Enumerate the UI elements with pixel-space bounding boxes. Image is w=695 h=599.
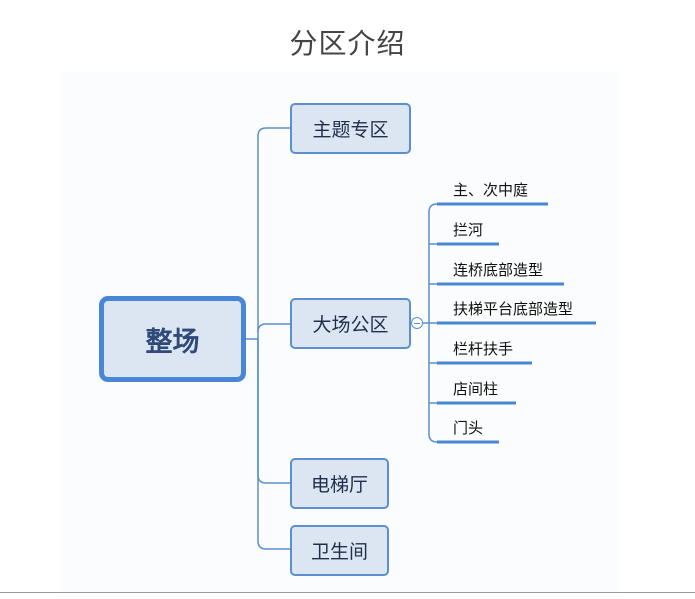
branch-connector-1: [257, 127, 290, 339]
subtopic-atrium[interactable]: 主、次中庭: [453, 181, 529, 199]
bottom-divider: [0, 592, 695, 593]
subtopic-storefront[interactable]: 门头: [453, 419, 484, 437]
sub-trunk: [428, 203, 438, 323]
collapse-toggle-icon[interactable]: [411, 317, 423, 329]
subtopic-bridge-bottom[interactable]: 连桥底部造型: [453, 261, 544, 279]
branch-node-theme-zone[interactable]: 主题专区: [290, 103, 411, 154]
branch-node-elevator-hall[interactable]: 电梯厅: [290, 458, 389, 509]
branch-node-restroom[interactable]: 卫生间: [290, 525, 389, 576]
branch-connector-4: [257, 339, 290, 550]
branch-node-public-area[interactable]: 大场公区: [290, 298, 411, 349]
subtopic-railing-edge[interactable]: 拦河: [453, 221, 484, 239]
subtopic-escalator-platform[interactable]: 扶梯平台底部造型: [453, 300, 574, 318]
root-node[interactable]: 整场: [99, 296, 246, 382]
branch-connector-2: [257, 323, 290, 333]
subtopic-shop-column[interactable]: 店间柱: [453, 380, 499, 398]
subtopic-handrail[interactable]: 栏杆扶手: [453, 340, 514, 358]
branch-connector-3: [257, 339, 290, 484]
page-title: 分区介绍: [289, 27, 406, 60]
